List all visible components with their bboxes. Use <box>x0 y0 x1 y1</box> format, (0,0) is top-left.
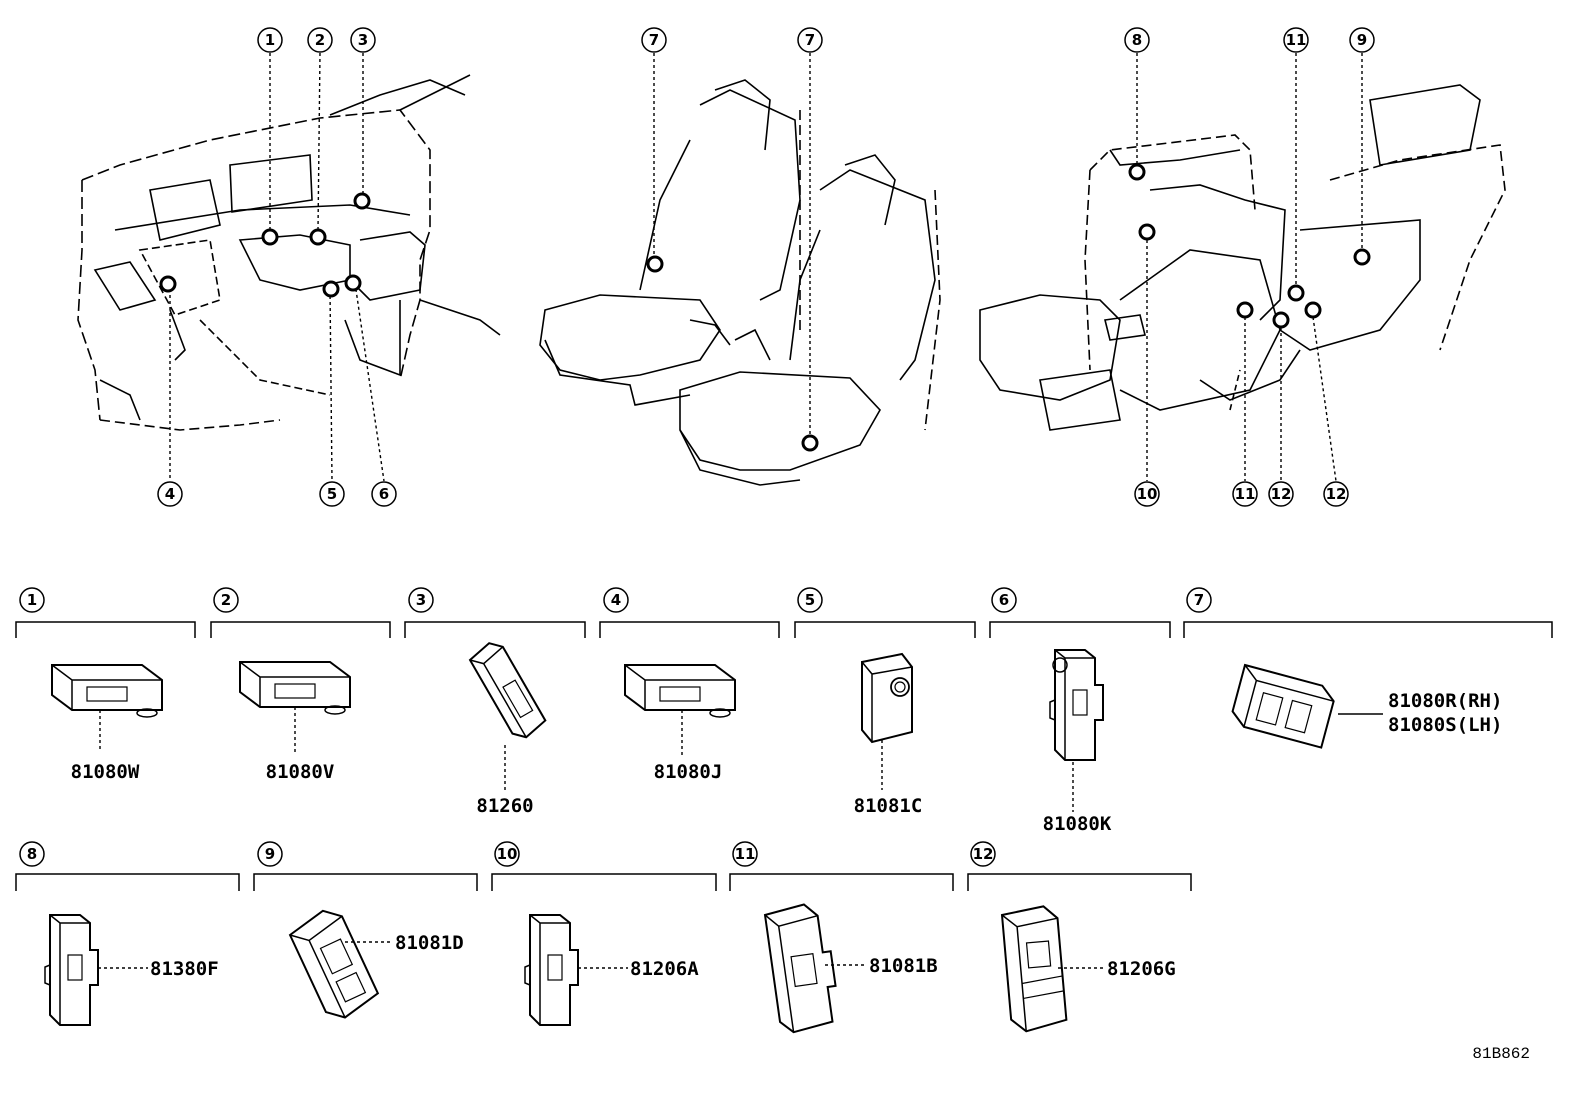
sensor-81080j-icon <box>624 664 736 718</box>
sensor-81206g-icon <box>1000 905 1068 1033</box>
dashboard-illustration <box>77 74 501 431</box>
svg-text:11: 11 <box>735 845 756 863</box>
part-5: 5 81081C <box>794 587 976 817</box>
callout-9: 9 <box>1349 27 1375 53</box>
diagram-reference: 81B862 <box>1472 1045 1530 1063</box>
svg-text:6: 6 <box>379 485 389 503</box>
callout-12-left: 12 <box>1268 481 1294 507</box>
svg-text:4: 4 <box>611 591 621 609</box>
part-2: 2 81080V <box>210 587 391 783</box>
svg-text:9: 9 <box>1357 31 1367 49</box>
svg-text:11: 11 <box>1235 485 1256 503</box>
svg-text:81080S(LH): 81080S(LH) <box>1388 714 1502 736</box>
sensor-81080r-icon <box>1231 663 1335 749</box>
svg-text:10: 10 <box>497 845 518 863</box>
callout-leaders <box>169 52 1363 482</box>
svg-text:12: 12 <box>973 845 994 863</box>
sensor-81081c-icon <box>861 652 913 744</box>
svg-text:81260: 81260 <box>476 795 533 817</box>
callout-3: 3 <box>350 27 376 53</box>
svg-text:81080W: 81080W <box>71 761 140 783</box>
svg-text:2: 2 <box>221 591 231 609</box>
front-seats-illustration <box>539 79 941 486</box>
svg-text:2: 2 <box>315 31 325 49</box>
svg-text:81080V: 81080V <box>266 761 335 783</box>
svg-text:1: 1 <box>27 591 37 609</box>
parts-row-2: 8 81380F 9 81081D 10 <box>15 841 1192 1034</box>
callout-2: 2 <box>307 27 333 53</box>
svg-text:81080J: 81080J <box>654 761 723 783</box>
sensor-81260-icon <box>468 642 547 739</box>
svg-text:1: 1 <box>265 31 275 49</box>
overview-callouts-bottom: 4 5 6 10 11 12 12 <box>157 481 1349 507</box>
sensor-81080w-icon <box>51 664 163 718</box>
part-8: 8 81380F <box>15 841 240 1026</box>
rear-seats-illustration <box>979 84 1506 431</box>
sensor-81080k-icon <box>1049 649 1104 761</box>
callout-12-right: 12 <box>1323 481 1349 507</box>
svg-text:9: 9 <box>265 845 275 863</box>
svg-text:5: 5 <box>327 485 337 503</box>
sensor-81081b-icon <box>763 903 837 1034</box>
callout-1: 1 <box>257 27 283 53</box>
parts-row-1: 1 81080W 2 81080V 3 81260 <box>15 587 1553 835</box>
callout-11-top: 11 <box>1283 27 1309 53</box>
svg-text:81080R(RH): 81080R(RH) <box>1388 690 1502 712</box>
part-4: 4 81080J <box>599 587 780 783</box>
callout-6: 6 <box>371 481 397 507</box>
sensor-81081d-icon <box>288 909 380 1019</box>
svg-text:81380F: 81380F <box>150 958 219 980</box>
svg-text:4: 4 <box>165 485 175 503</box>
part-11: 11 81081B <box>729 841 954 1034</box>
svg-text:81206G: 81206G <box>1107 958 1176 980</box>
callout-7-left: 7 <box>641 27 667 53</box>
part-6: 6 81080K <box>989 587 1171 835</box>
callout-8: 8 <box>1124 27 1150 53</box>
svg-text:81206A: 81206A <box>630 958 699 980</box>
callout-4: 4 <box>157 481 183 507</box>
callout-7-right: 7 <box>797 27 823 53</box>
sensor-81206a-icon <box>524 914 579 1026</box>
sensor-81380f-icon <box>44 914 99 1026</box>
svg-text:10: 10 <box>1137 485 1158 503</box>
callout-5: 5 <box>319 481 345 507</box>
svg-text:7: 7 <box>1194 591 1204 609</box>
overview-callouts-top: 1 2 3 7 7 8 11 9 <box>257 27 1375 53</box>
callout-11-bottom: 11 <box>1232 481 1258 507</box>
part-1: 1 81080W <box>15 587 196 783</box>
callout-10: 10 <box>1134 481 1160 507</box>
svg-text:5: 5 <box>805 591 815 609</box>
svg-text:12: 12 <box>1271 485 1292 503</box>
svg-text:8: 8 <box>1132 31 1142 49</box>
svg-text:3: 3 <box>416 591 426 609</box>
svg-text:11: 11 <box>1286 31 1307 49</box>
part-9: 9 81081D <box>253 841 478 1019</box>
svg-text:7: 7 <box>805 31 815 49</box>
svg-text:7: 7 <box>649 31 659 49</box>
part-3: 3 81260 <box>404 587 586 817</box>
svg-text:81081C: 81081C <box>854 795 923 817</box>
part-10: 10 81206A <box>491 841 717 1026</box>
callout-target-dots <box>159 163 1371 452</box>
svg-text:6: 6 <box>999 591 1009 609</box>
sensor-81080v-icon <box>239 661 351 715</box>
svg-text:81081B: 81081B <box>869 955 938 977</box>
svg-text:12: 12 <box>1326 485 1347 503</box>
svg-text:81081D: 81081D <box>395 932 464 954</box>
svg-text:81080K: 81080K <box>1043 813 1112 835</box>
part-7: 7 81080R(RH) 81080S(LH) <box>1183 587 1553 749</box>
part-12: 12 81206G <box>967 841 1192 1033</box>
svg-text:8: 8 <box>27 845 37 863</box>
svg-text:3: 3 <box>358 31 368 49</box>
